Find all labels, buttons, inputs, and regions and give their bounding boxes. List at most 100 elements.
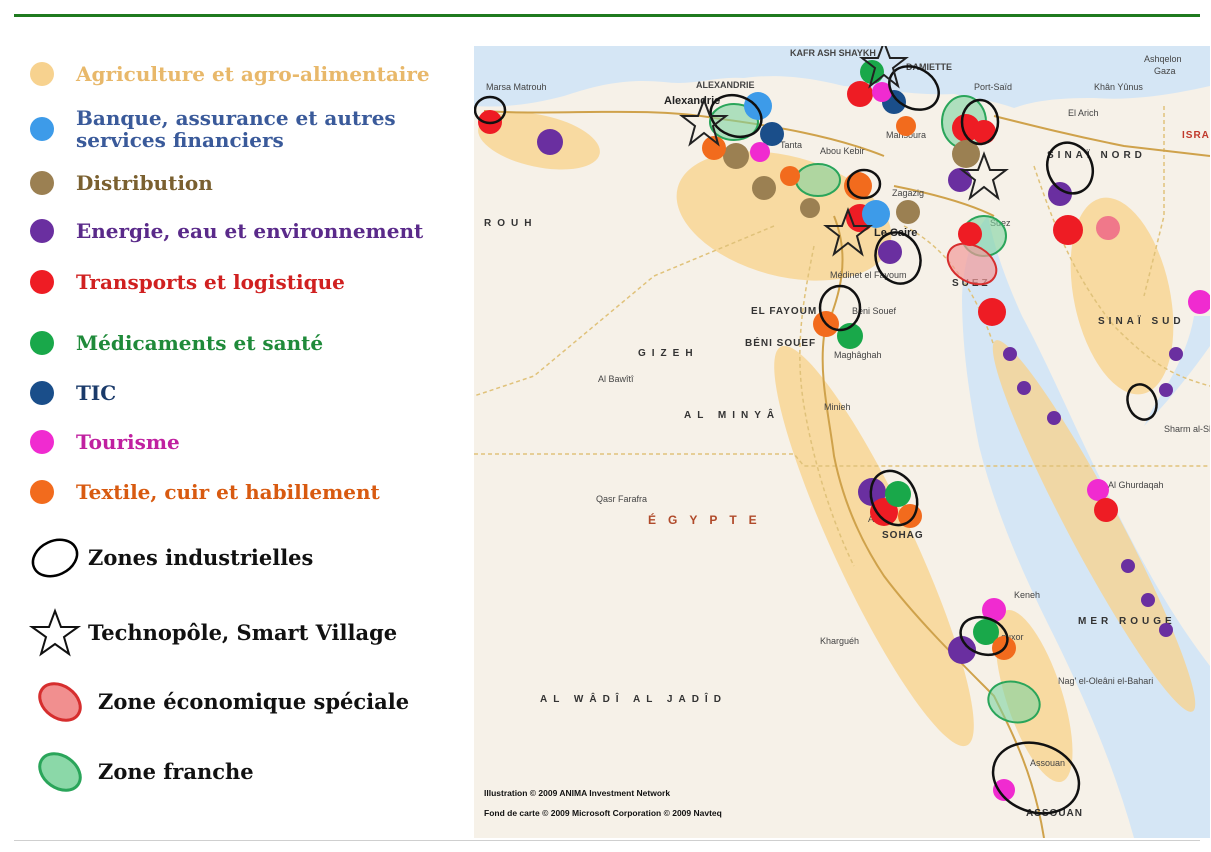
city-label: Al Ghurdaqah [1108,480,1164,490]
transport-dot-icon [870,498,898,526]
region-label: ISRA [1182,130,1210,141]
region-label: BÉNI SOUEF [745,336,816,349]
transport-dot-icon [1094,498,1118,522]
legend-label: Technopôle, Smart Village [88,620,398,645]
industrial-zones [474,65,1158,815]
legend-item-zone-economique: Zone économique spéciale [34,676,409,728]
city-label: Qasr Farafra [596,494,647,504]
region-labels: ROUH GIZEH AL MINYÂ AL WÂDÎ AL JADÎD SIN… [484,130,1210,819]
city-label: Tanta [780,140,802,150]
legend-label: Tourisme [76,430,180,454]
industrial-zone-marker [959,615,1009,657]
ict-dot-icon [760,122,784,146]
industrial-zone-marker [1126,383,1158,421]
health-dot-icon [885,481,911,507]
legend-item-technopole: Technopôle, Smart Village [28,608,397,658]
textile-dot-icon [702,136,726,160]
legend-label: TIC [76,381,117,405]
bottom-rule [14,840,1200,841]
industrial-zone-marker [818,284,862,332]
ellipse-outline-icon [31,538,79,578]
industrial-zone-marker [874,231,922,285]
finance-dot-icon [862,200,890,228]
city-label: Médinet el Fayoum [830,270,907,280]
agriculture-dot-icon [30,62,54,86]
green-ellipse-icon [38,752,82,792]
transport-dot-icon [978,298,1006,326]
transport-dot-icon [972,120,996,144]
energy-dot-icon [948,168,972,192]
city-label: Assouan [1030,758,1065,768]
energy-dot-icon [537,129,563,155]
legend-label: Distribution [76,171,213,195]
distribution-dot-icon [800,198,820,218]
agriculture-zones [478,112,1196,783]
energy-dot-icon [878,240,902,264]
red-ellipse-icon [38,682,82,722]
legend-item-zones-industrielles: Zones industrielles [28,536,313,580]
energy-dot-icon [1017,381,1031,395]
energy-dot-icon [1159,383,1173,397]
legend-label: Médicaments et santé [76,331,324,355]
energy-dot-icon [1047,411,1061,425]
city-label: Khân Yûnus [1094,82,1143,92]
legend-item-tic: TIC [30,381,116,405]
legend-item-distribution: Distribution [30,171,213,195]
health-dot-icon [860,60,884,84]
tourism-dot-icon [872,82,892,102]
region-label: MER ROUGE [1078,616,1176,627]
city-label: ALEXANDRIE [696,80,755,90]
technopoles [679,46,1009,257]
region-label: GIZEH [638,348,699,359]
city-label: Sharm al-Sh [1164,424,1210,434]
special-economic-zone-marker [946,242,998,286]
city-label: Gaza [1154,66,1176,76]
city-label: Port-Saïd [974,82,1012,92]
country-label: ÉGYPTE [648,512,769,527]
energy-dot-icon [1169,347,1183,361]
legend-item-transports: Transports et logistique [30,270,345,294]
legend-item-textile: Textile, cuir et habillement [30,480,380,504]
legend-label: Banque, assurance et autres services fin… [76,106,396,152]
legend-item-sante: Médicaments et santé [30,331,323,355]
star-outline-icon [823,207,873,257]
region-label: AL MINYÂ [684,408,780,421]
city-label: Marsa Matrouh [486,82,547,92]
energy-dot-icon [1159,623,1173,637]
city-label: El Arich [1068,108,1099,118]
egypt-map: ROUH GIZEH AL MINYÂ AL WÂDÎ AL JADÎD SIN… [474,46,1210,838]
energy-dot-icon [30,219,54,243]
star-outline-icon [959,151,1009,201]
industrial-zone-marker [888,65,940,111]
sector-dots [478,60,1210,801]
region-label: AL WÂDÎ AL JADÎD [540,692,727,705]
legend-item-tourisme: Tourisme [30,430,180,454]
industrial-zone-marker [846,168,882,200]
region-label: SINAÏ SUD [1098,314,1185,327]
distribution-dot-icon [30,171,54,195]
city-label: Keneh [1014,590,1040,600]
city-label: Al Bawîtî [598,374,634,384]
star-outline-icon [28,608,82,657]
textile-dot-icon [896,116,916,136]
region-label: SOHAG [882,530,924,541]
ict-dot-icon [30,381,54,405]
free-zone-marker [795,163,841,197]
energy-dot-icon [1003,347,1017,361]
legend-item-agriculture: Agriculture et agro-alimentaire [30,62,430,86]
city-label: Minieh [824,402,851,412]
credit-text: Fond de carte © 2009 Microsoft Corporati… [484,808,722,818]
mediterranean-sea [474,46,1210,108]
energy-dot-icon [1048,182,1072,206]
textile-dot-icon [780,166,800,186]
top-rule [14,14,1200,17]
distribution-dot-icon [723,143,749,169]
star-outline-icon [679,97,729,147]
city-label: Abou Kebir [820,146,865,156]
industrial-zone-marker [991,741,1081,815]
city-label: DAMIETTE [906,62,952,72]
transport-dot-icon [847,81,873,107]
distribution-dot-icon [752,176,776,200]
credit-text: Illustration © 2009 ANIMA Investment Net… [484,788,670,798]
distribution-dot-icon [896,200,920,224]
